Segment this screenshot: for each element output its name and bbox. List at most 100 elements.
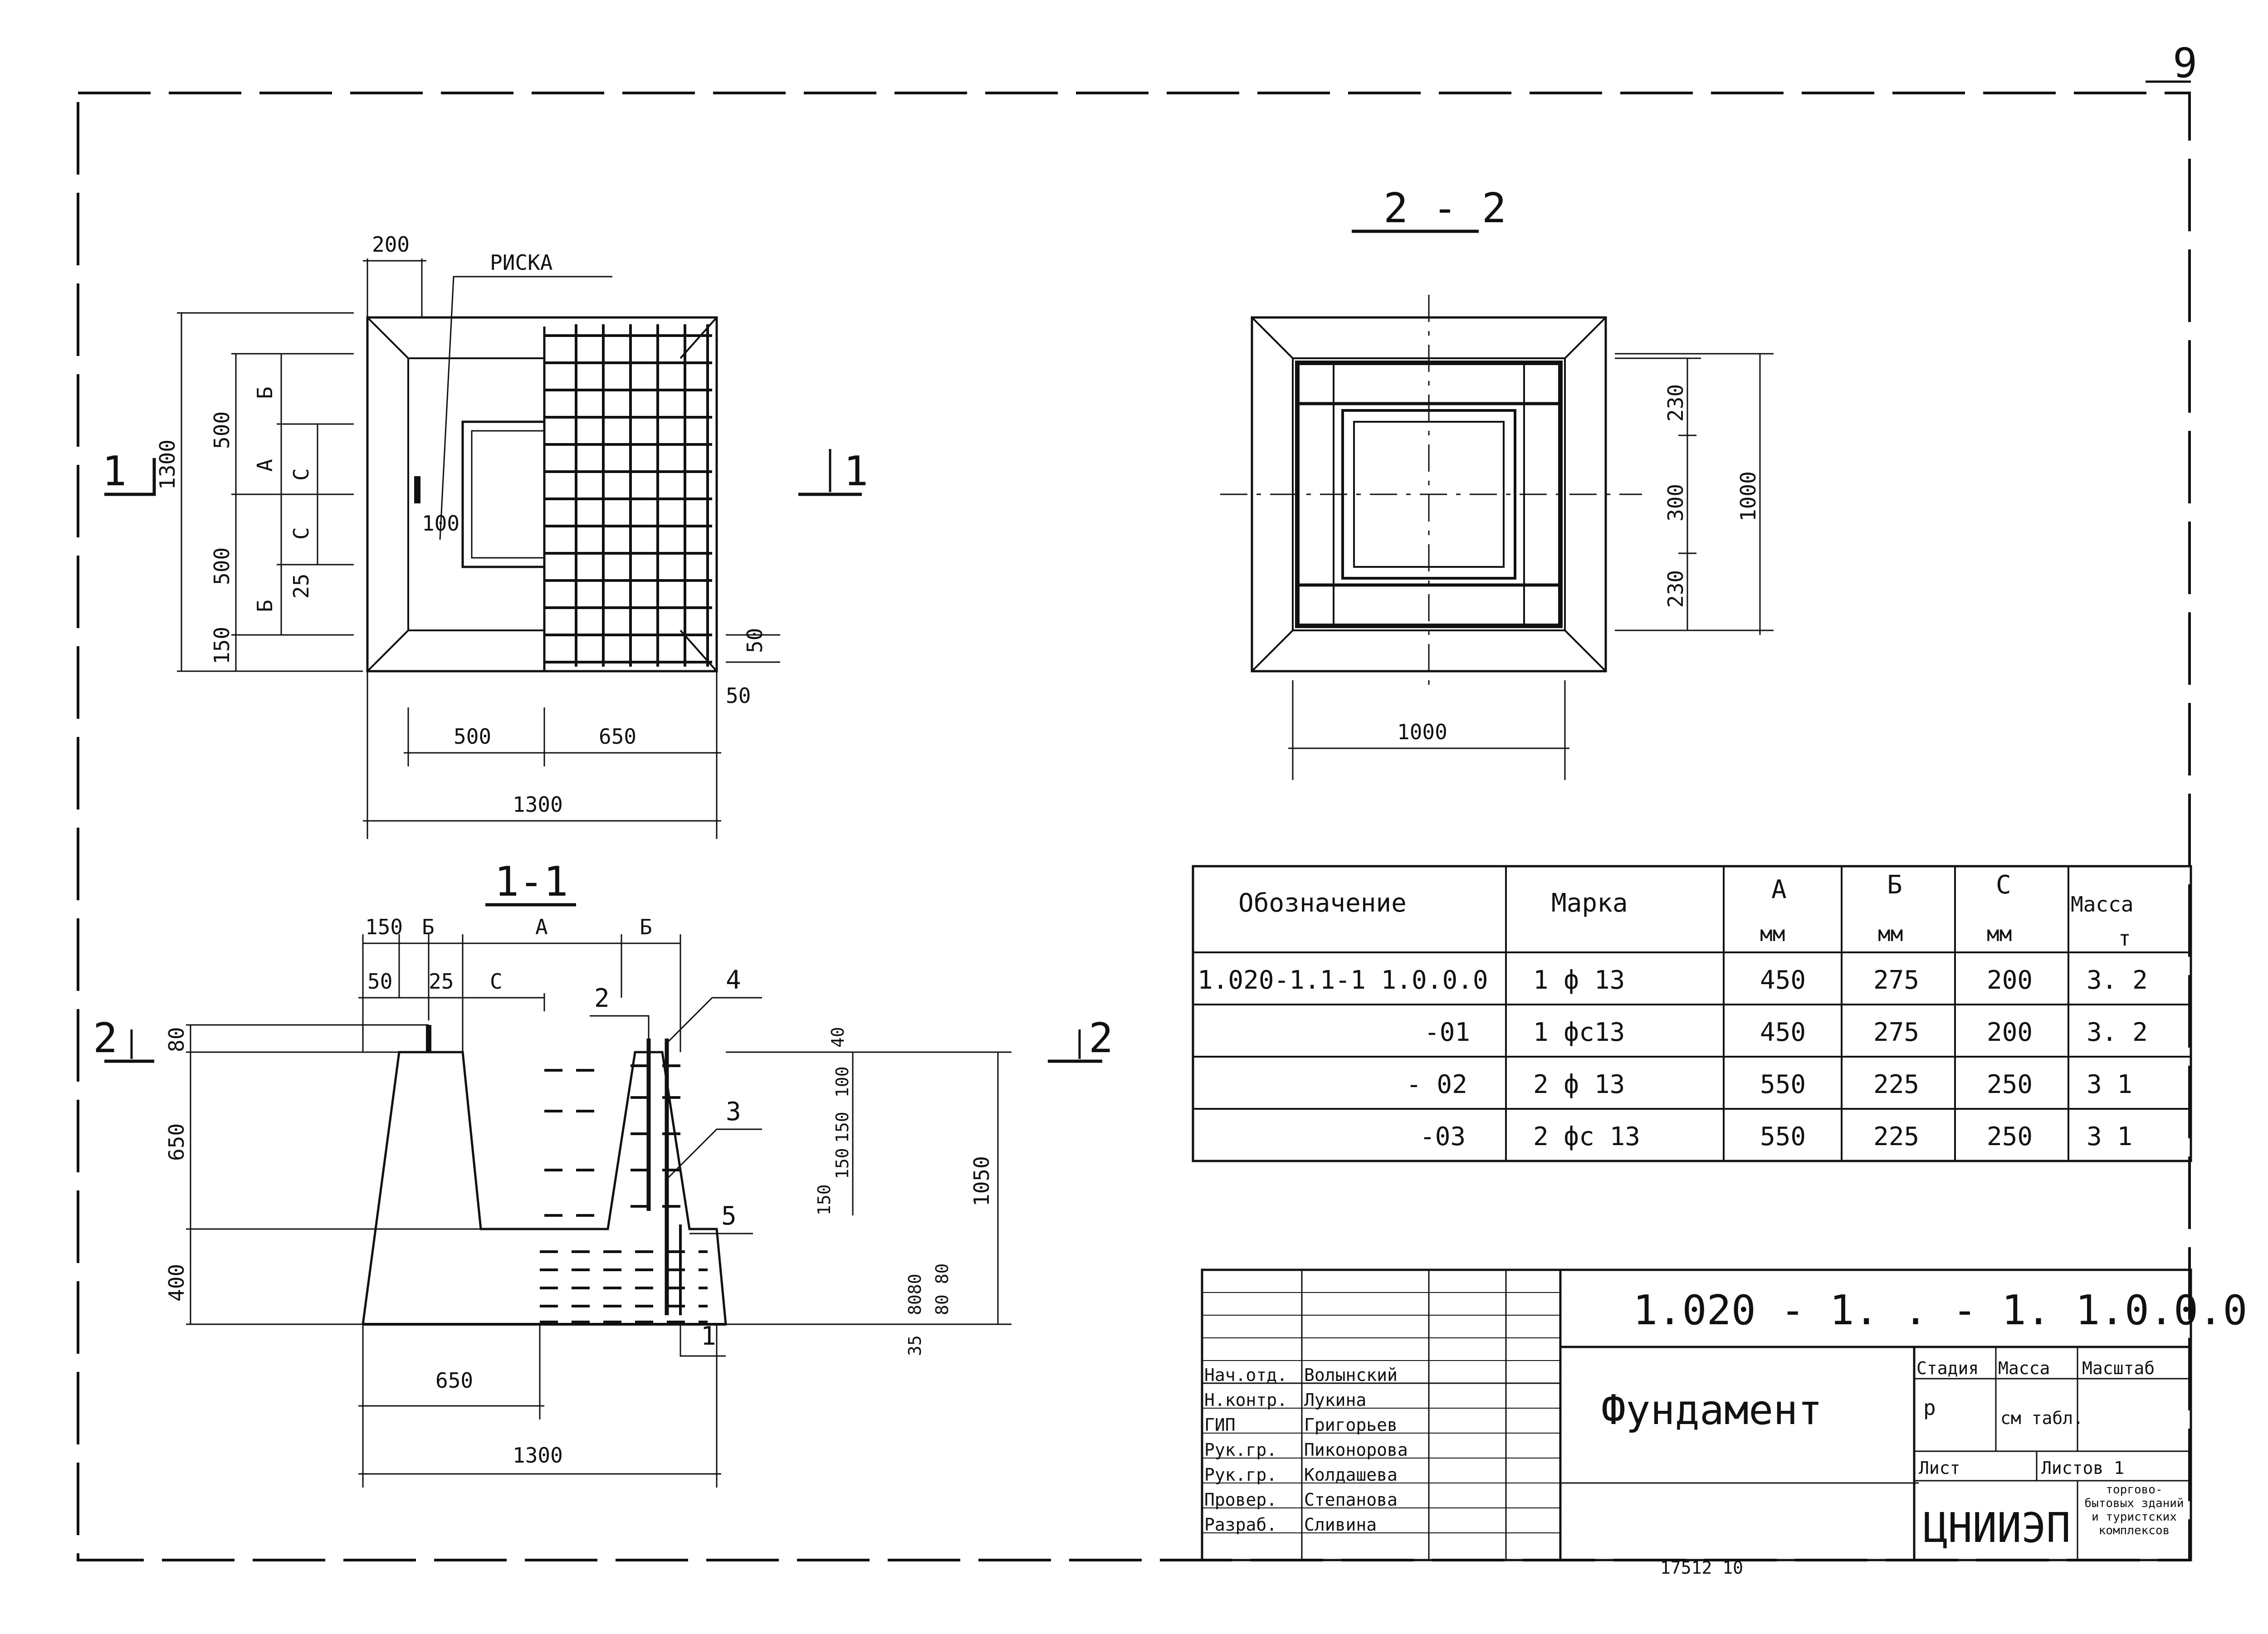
row-c: 200 [1987,966,2033,995]
section-11-title: 1-1 [494,858,568,906]
section-11-dim-40: 40 [828,1027,848,1048]
plan-dim-1300-v: 1300 [155,439,180,490]
section-11-dim-400: 400 [164,1264,189,1302]
plan-dim-500-top: 500 [210,411,234,449]
section-11-dim-25: 25 [429,969,454,994]
staff-role: Нач.отд. [1204,1365,1287,1385]
header-mark: Марка [1551,888,1628,918]
section-11-dim-150b: 150 [832,1148,852,1179]
section-11-dim-b2: Б [640,915,652,939]
row-mass: 3 1 [2087,1122,2132,1151]
mass-label: Масса [1998,1358,2050,1378]
row-mass: 3 1 [2087,1070,2132,1099]
row-a: 450 [1760,1018,1806,1047]
callout-1: 1 [701,1322,716,1351]
plan-rebar-mesh [544,324,712,667]
row-designation: - 02 [1406,1070,1467,1099]
plan-dim-c-top: С [289,468,313,481]
section-11-dim-35: 35 [905,1335,925,1356]
section-11-outline [362,1051,727,1326]
riska-label: РИСКА [490,250,552,275]
plan-view: РИСКА 200 1300 500 500 150 Б А Б С С 25 … [102,232,868,839]
scale-label: Масштаб [2082,1358,2155,1378]
plan-dim-1300-h: 1300 [513,792,563,817]
sheets-label: Листов 1 [2041,1458,2124,1478]
row-b: 275 [1873,1018,1919,1047]
callout-4: 4 [726,966,741,995]
plan-dim-a: А [253,459,277,472]
row-mass: 3. 2 [2087,1018,2148,1047]
section-11-dim-650-h: 650 [435,1368,473,1393]
section-11-dim-b1: Б [422,915,435,939]
doc-code: 1.020 - 1. . - 1. 1.0.0.0 СБ [1633,1287,2268,1334]
plan-dim-200: 200 [372,232,410,257]
section-22-dim-1000-v: 1000 [1736,471,1760,522]
drawing-title: Фундамент [1601,1386,1823,1434]
section-22-dim-300: 300 [1663,484,1688,522]
staff-name: Пиконорова [1304,1440,1408,1460]
plan-dim-b-top: Б [253,386,277,399]
section-11-dim-a: А [535,915,548,939]
staff-name: Волынский [1304,1365,1398,1385]
plan-dim-150: 150 [210,627,234,664]
org-name: ЦНИИЭП [1923,1504,2071,1552]
header-mass-unit: т [2118,926,2131,951]
section-11-dim-80: 80 [164,1027,189,1052]
header-b: Б [1887,870,1902,900]
row-b: 275 [1873,966,1919,995]
row-designation: -03 [1420,1122,1466,1151]
header-b-unit: мм [1878,922,1903,946]
org-subtitle-box: торгово- бытовых зданий и туристских ком… [2084,1483,2184,1537]
org-subtitle: торгово- бытовых зданий и туристских ком… [2084,1483,2184,1537]
row-mark: 2 ф 13 [1533,1070,1625,1099]
header-mass: Масса [2071,892,2133,917]
row-b: 225 [1873,1070,1919,1099]
plan-section-mark-left: 1 [102,448,127,495]
row-b: 225 [1873,1122,1919,1151]
section-11-dim-1300-h: 1300 [513,1443,563,1468]
title-block: Нач.отд. Волынский Н.контр. Лукина ГИП Г… [1201,1268,2268,1561]
staff-role: Н.контр. [1204,1390,1287,1410]
section-11-dim-650: 650 [164,1123,189,1161]
plan-dim-500-bot: 500 [210,547,234,585]
section-22-dim-230-top: 230 [1663,384,1688,422]
section-11-dim-8080b: 80 80 [932,1263,952,1315]
callout-3: 3 [726,1097,741,1127]
table-row: -03 2 фс 13 550 225 250 3 1 [1420,1122,2132,1151]
section-11-dim-100: 100 [832,1066,852,1097]
plan-dim-25: 25 [289,574,313,599]
row-designation: 1.020-1.1-1 1.0.0.0 [1198,966,1488,995]
staff-name: Лукина [1304,1390,1366,1410]
header-c-unit: мм [1987,922,2012,946]
plan-dim-b-bot: Б [253,600,277,612]
header-c: С [1996,870,2011,900]
row-mark: 1 ф 13 [1533,966,1625,995]
section-11-dim-8080a: 8080 [905,1273,925,1315]
section-11-dim-150a: 150 [832,1112,852,1143]
section-22-dim-1000-h: 1000 [1397,720,1447,744]
plan-dim-650-h: 650 [599,724,636,749]
callout-5: 5 [721,1201,737,1231]
mass-value: см табл. [2000,1408,2083,1428]
row-designation: -01 [1424,1018,1470,1047]
staff-role: ГИП [1204,1415,1236,1435]
plan-socket [461,420,546,568]
table-row: 1.020-1.1-1 1.0.0.0 1 ф 13 450 275 200 3… [1198,966,2148,995]
header-designation: Обозначение [1238,888,1407,918]
staff-role: Рук.гр. [1204,1465,1277,1485]
section-11-dim-1050: 1050 [969,1156,994,1206]
row-c: 250 [1987,1070,2033,1099]
plan-dim-50a: 50 [743,628,767,653]
section-11-dim-150c: 150 [814,1184,834,1215]
row-mass: 3. 2 [2087,966,2148,995]
section-11-dim-50: 50 [367,969,392,994]
row-a: 450 [1760,966,1806,995]
staff-name: Григорьев [1304,1415,1398,1435]
staff-name: Колдашева [1304,1465,1398,1485]
plan-outline [366,316,718,673]
callout-2: 2 [594,984,610,1013]
table-row: - 02 2 ф 13 550 225 250 3 1 [1406,1070,2132,1099]
section-11-mark-left: 2 [93,1015,117,1062]
section-11-mark-right: 2 [1089,1015,1113,1062]
